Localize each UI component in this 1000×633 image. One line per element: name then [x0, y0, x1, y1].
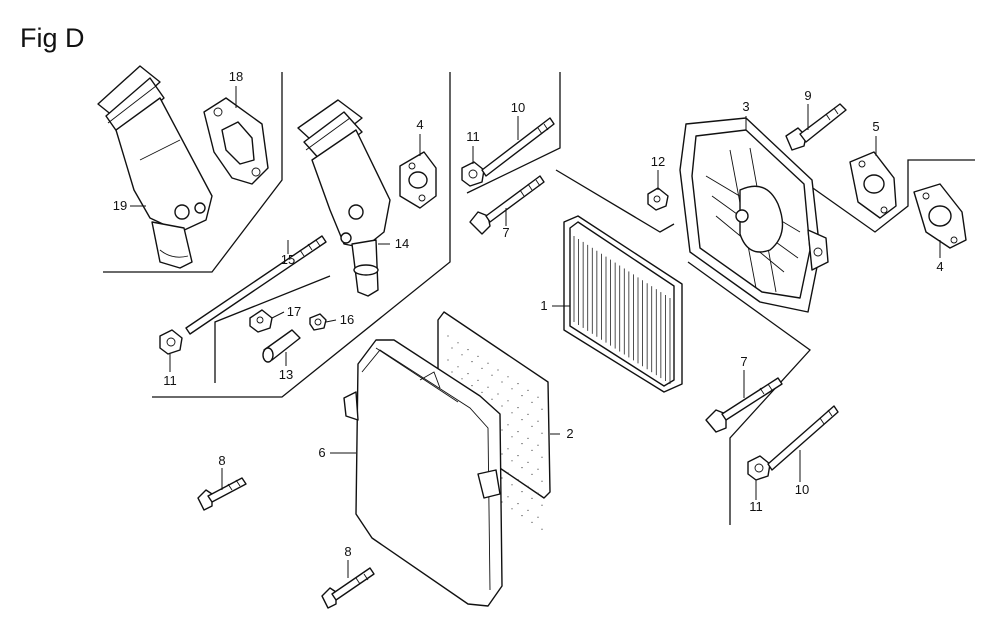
bolt-part-9 [785, 103, 847, 151]
callout-8-upper: 8 [218, 453, 225, 468]
gasket-part-4-right [913, 183, 967, 249]
callout-6: 6 [318, 445, 325, 460]
nut-part-16 [309, 313, 327, 331]
callout-17: 17 [287, 304, 301, 319]
stud-bolt-part-10-top [481, 117, 555, 177]
nut-part-12 [647, 187, 669, 211]
bolt-part-8-upper [197, 477, 247, 511]
figure-title: Fig D [20, 23, 85, 53]
callout-11-left: 11 [163, 373, 177, 388]
filter-pleats [573, 236, 671, 384]
callout-16: 16 [340, 312, 354, 327]
callout-7-lower: 7 [740, 354, 747, 369]
callout-10-lower: 10 [795, 482, 809, 497]
stud-bolt-part-15 [185, 235, 327, 335]
callout-10-top: 10 [511, 100, 525, 115]
callout-5: 5 [872, 119, 879, 134]
air-filter-element-part-1 [563, 215, 683, 393]
flange-nut-part-11-lower [747, 455, 771, 481]
callout-4-right: 4 [936, 259, 943, 274]
gasket-part-4-left [399, 151, 437, 209]
callout-1: 1 [540, 298, 547, 313]
callout-15: 15 [281, 252, 295, 267]
callout-12: 12 [651, 154, 665, 169]
callout-4-left: 4 [416, 117, 423, 132]
callout-8-lower: 8 [344, 544, 351, 559]
callout-9: 9 [804, 88, 811, 103]
intake-elbow-part-14 [297, 99, 391, 297]
gasket-part-5 [849, 151, 897, 219]
collar-part-13 [262, 329, 301, 363]
bolt-part-8-lower [321, 567, 375, 609]
section-divider-lines [103, 72, 975, 525]
callout-3: 3 [742, 99, 749, 114]
callout-14: 14 [395, 236, 409, 251]
callout-11-lower: 11 [749, 499, 763, 514]
flange-bolt-part-7-top [469, 175, 545, 235]
callout-13: 13 [279, 367, 293, 382]
callout-18: 18 [229, 69, 243, 84]
flange-nut-part-11-left [159, 329, 183, 355]
gasket-part-18 [203, 97, 269, 185]
intake-pipe-part-19 [97, 65, 213, 269]
flange-bolt-part-7-lower [705, 377, 783, 433]
callout-7-top: 7 [502, 225, 509, 240]
flange-nut-part-11-top [461, 161, 485, 187]
callout-11-top: 11 [466, 129, 480, 144]
plug-part-17 [249, 309, 273, 333]
stud-bolt-part-10-lower [767, 405, 839, 471]
callout-19: 19 [113, 198, 127, 213]
callout-2: 2 [566, 426, 573, 441]
air-cleaner-cover-part-6 [343, 339, 503, 607]
callout-leader-lines [130, 86, 941, 578]
callout-labels: 18 19 4 14 15 11 17 16 13 11 10 7 1 12 3… [113, 69, 944, 559]
air-cleaner-base-part-3 [679, 117, 829, 313]
